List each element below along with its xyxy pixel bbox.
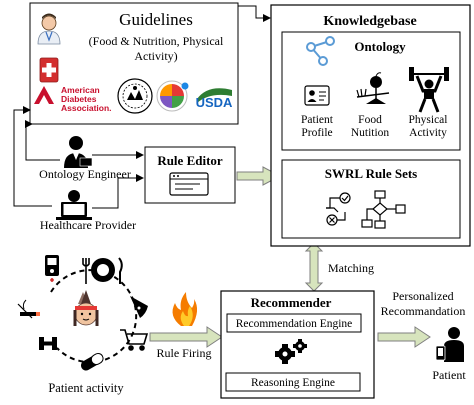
ontology-engineer-icon: [64, 136, 93, 168]
patient-label: Patient: [432, 368, 466, 382]
doctor-icon: [37, 13, 61, 45]
patient-profile-icon: [304, 85, 330, 106]
patient-activity-label: Patient activity: [48, 381, 124, 395]
guideline-book-icon: [39, 57, 59, 83]
native-person-icon: [73, 290, 99, 326]
ontology-engineer-label: Ontology Engineer: [39, 167, 131, 181]
guidelines-subtitle-line1: (Food & Nutrition, Physical: [89, 34, 224, 48]
usda-logo-text: USDA: [196, 95, 233, 110]
glucose-meter-icon: [45, 255, 59, 282]
cutlery-plate-icon: [82, 257, 123, 284]
reasoning-engine-label: Reasoning Engine: [251, 377, 335, 389]
recommendation-engine-label: Recommendation Engine: [236, 318, 353, 330]
rule-firing-label: Rule Firing: [156, 346, 211, 360]
personalized-recommendation-line2: Recommandation: [381, 304, 466, 318]
swrl-box: SWRL Rule Sets: [281, 159, 461, 239]
physical-activity-label-line2: Activity: [409, 127, 447, 139]
provider-to-rule-editor-arrow: [92, 174, 144, 209]
weightlifting-icon: [409, 67, 449, 113]
usda-logo: USDA: [196, 88, 233, 110]
flowchart-icon: [361, 190, 406, 229]
guidelines-subtitle-line2: Activity): [134, 49, 177, 63]
ada-logo-line2: Diabetes: [61, 94, 97, 104]
ada-logo: American Diabetes Association.: [34, 85, 112, 113]
swrl-title: SWRL Rule Sets: [325, 166, 417, 181]
rule-editor-box: Rule Editor: [144, 146, 236, 204]
reasoning-engine-box: [225, 372, 361, 392]
fire-icon: [172, 292, 198, 326]
patient-profile-label-line2: Profile: [301, 127, 332, 139]
myplate-logo: [156, 80, 189, 112]
guidelines-title: Guidelines: [119, 10, 193, 29]
guidelines-box: Guidelines (Food & Nutrition, Physical A…: [29, 2, 239, 125]
ada-logo-line1: American: [61, 85, 100, 95]
food-nutrition-label-line2: Nutition: [351, 127, 390, 139]
engineer-to-guidelines-arrow: [25, 120, 60, 161]
cigarette-icon: [17, 299, 40, 319]
rule-firing-arrow: [149, 326, 223, 348]
recommender-output-arrow: [377, 326, 431, 348]
pill-capsule-icon: [80, 353, 104, 371]
health-seal-logo: [117, 78, 153, 114]
shopping-cart-icon: [120, 329, 149, 351]
recommender-box: Recommender Recommendation Engine Reason…: [220, 290, 375, 399]
personalized-recommendation-line1: Personalized: [392, 289, 453, 303]
knowledgebase-title: Knowledgebase: [323, 14, 416, 29]
ontology-box: Ontology Patient Profile: [281, 31, 461, 151]
healthcare-provider-icon: [56, 190, 92, 220]
physical-activity-label-line1: Physical: [409, 114, 448, 126]
ada-logo-line3: Association.: [61, 103, 112, 113]
matching-arrow: [304, 242, 324, 292]
patient-with-phone-icon: [435, 327, 464, 362]
healthcare-provider-label: Healthcare Provider: [40, 218, 136, 232]
gears-icon: [275, 339, 307, 364]
actor-connectors: [13, 106, 144, 209]
recommendation-engine-box: [226, 313, 362, 333]
guidelines-to-kb-connector: [238, 5, 271, 22]
patient-activity-cycle: Patient activity: [17, 255, 149, 395]
patient-profile-label-line1: Patient: [301, 114, 334, 126]
ontology-title: Ontology: [354, 39, 406, 54]
pizza-slice-icon: [130, 296, 148, 318]
decision-flow-icon: [326, 192, 351, 226]
matching-label: Matching: [328, 261, 374, 275]
ontology-graph-icon: [306, 36, 335, 66]
knowledgebase-box: Knowledgebase Ontology Patient: [270, 4, 471, 247]
food-nutrition-label-line1: Food: [358, 114, 382, 126]
browser-window-icon: [169, 172, 209, 196]
recommender-title: Recommender: [251, 295, 332, 310]
food-nutrition-icon: [356, 72, 390, 104]
provider-to-guidelines-line: [13, 106, 52, 207]
dumbbell-icon: [39, 337, 57, 350]
rule-editor-title: Rule Editor: [157, 153, 223, 168]
